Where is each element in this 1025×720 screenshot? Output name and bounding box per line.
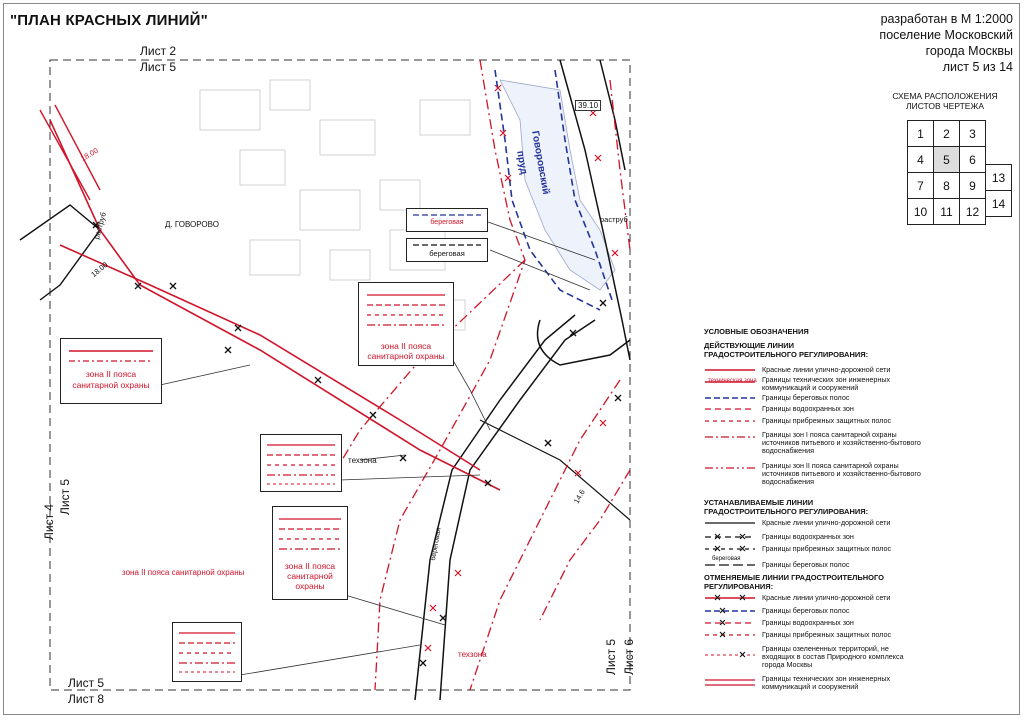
callout-3-line3: охраны [295,581,325,591]
callout-beregovaya-1-label: береговая [430,219,464,226]
scheme-cell-13[interactable]: 13 [985,164,1012,191]
sheet-label-left-a: Лист 4 [42,503,56,540]
pond-outline [499,79,616,291]
background-buildings [199,79,471,361]
legend-samples [705,369,755,686]
road-main-east [414,314,576,701]
road-main-west [439,319,596,701]
texzona-label-2: техзона [458,650,487,659]
city-info: города Москвы [925,44,1013,58]
callout-box-zone-ii-1[interactable]: зона II пояса санитарной охраны [60,338,162,404]
red-line-diagonal-2 [59,244,481,471]
scheme-cell-2[interactable]: 2 [933,120,960,147]
scheme-cell-12[interactable]: 12 [959,198,986,225]
blue-shore-line-1 [494,69,601,311]
red-line-diagonal-1 [49,119,501,491]
legend-cancelled-1: Границы береговых полос [762,606,850,615]
callout-box-tex-4[interactable] [172,622,242,682]
rastrub-label-2: раструб [600,215,628,224]
dimension-label-1: 39.10 [575,100,602,111]
legend-cancelled-0: Красные линии улично-дорожной сети [762,593,891,602]
texzona-label-1: техзона [348,456,377,465]
callout-beregovaya-2-label: береговая [429,249,465,258]
scheme-cell-6[interactable]: 6 [959,146,986,173]
scheme-cell-4[interactable]: 4 [907,146,934,173]
red-dashed-zones [329,59,631,691]
legend-existing-6: Границы зон II пояса санитарной охраны и… [762,461,921,487]
scheme-cell-11[interactable]: 11 [933,198,960,225]
callout-1-line1: зона II пояса [85,369,137,379]
legend-existing-2: Границы береговых полос [762,393,850,402]
sheet-label-bottom-b: Лист 8 [68,692,105,706]
scheme-cell-14[interactable]: 14 [985,190,1012,217]
scheme-cell-10[interactable]: 10 [907,198,934,225]
legend-existing-0: Красные линии улично-дорожной сети [762,365,891,374]
page-frame [3,3,1020,715]
legend-beregovaya-sample: береговая [712,556,741,562]
legend-established-3: Границы береговых полос [762,560,850,569]
callout-2-line2: санитарной охраны [367,351,445,361]
scheme-cell-7[interactable]: 7 [907,172,934,199]
legend-established-heading: УСТАНАВЛИВАЕМЫЕ ЛИНИИ ГРАДОСТРОИТЕЛЬНОГО… [704,498,869,516]
sheet-label-right-b: Лист 6 [622,638,636,675]
red-line-nw-2 [54,104,101,191]
legend-x-marks [714,533,746,658]
legend-existing-heading: ДЕЙСТВУЮЩИЕ ЛИНИИ ГРАДОСТРОИТЕЛЬНОГО РЕГ… [704,341,869,359]
sheet-label-top-a: Лист 2 [140,44,177,58]
callout-3-line2: санитарной [287,571,333,581]
sheet-border [49,59,631,691]
scale-info: разработан в М 1:2000 [880,12,1013,26]
callout-2-line1: зона II пояса [380,341,432,351]
legend-tech-zone-sample: техническая зона [708,378,757,384]
legend-cancelled-2: Границы водоохранных зон [762,618,854,627]
callout-box-techzone[interactable] [260,434,342,492]
callout-box-zone-ii-2[interactable]: зона II пояса санитарной охраны [358,282,454,366]
sheet-label-right-a: Лист 5 [604,638,618,675]
village-label: Д. ГОВОРОВО [165,220,219,229]
legend-cancelled-5: Границы технических зон инженерных комму… [762,674,891,692]
legend-cancelled-heading: ОТМЕНЯЕМЫЕ ЛИНИИ ГРАДОСТРОИТЕЛЬНОГО РЕГУ… [704,573,884,591]
sheet-scheme: 1 2 3 4 5 6 7 8 9 10 11 12 13 14 [907,120,1017,235]
callout-box-zone-ii-3[interactable]: зона II пояса санитарной охраны [272,506,348,600]
legend-existing-4: Границы прибрежных защитных полос [762,416,892,425]
legend-established-2: Границы прибрежных защитных полос [762,544,892,553]
road-diagonal-se [479,419,631,521]
legend-existing-5: Границы зон I пояса санитарной охраны ис… [762,430,921,456]
callout-box-beregovaya-1[interactable]: береговая [406,208,488,232]
legend-cancelled-4: Границы озелененных территорий, не входя… [762,644,904,670]
road-north-1 [559,59,631,361]
legend-established-1: Границы водоохранных зон [762,532,854,541]
legend-existing-3: Границы водоохранных зон [762,404,854,413]
black-x-markers [92,221,622,667]
scheme-cell-3[interactable]: 3 [959,120,986,147]
scheme-title: СХЕМА РАСПОЛОЖЕНИЯ ЛИСТОВ ЧЕРТЕЖА [892,91,998,111]
blue-shore-line-2 [554,69,613,301]
callout-box-beregovaya-2[interactable]: береговая [406,238,488,262]
callout-leaders [159,221,596,676]
red-line-nw-1 [39,109,91,201]
legend-heading: УСЛОВНЫЕ ОБОЗНАЧЕНИЯ [704,327,809,336]
road-north-2 [599,59,626,171]
legend-established-0: Красные линии улично-дорожной сети [762,518,891,527]
map-title: "ПЛАН КРАСНЫХ ЛИНИЙ" [10,12,208,29]
road-nw-spur [19,204,101,301]
sheet-label-bottom-a: Лист 5 [68,676,105,690]
scheme-cell-9[interactable]: 9 [959,172,986,199]
callout-3-line1: зона II пояса [284,561,336,571]
callout-1-line2: санитарной охраны [72,380,150,390]
zone-ii-label: зона II пояса санитарной охраны [122,568,245,577]
sheet-label-top-b: Лист 5 [140,60,177,74]
legend-cancelled-3: Границы прибрежных защитных полос [762,630,892,639]
sheet-label-left-b: Лист 5 [58,478,72,515]
legend-existing-1: Границы технических зон инженерных комму… [762,375,891,393]
sheet-number: лист 5 из 14 [942,60,1013,74]
road-bend [536,319,631,366]
settlement-info: поселение Московский [879,28,1013,42]
